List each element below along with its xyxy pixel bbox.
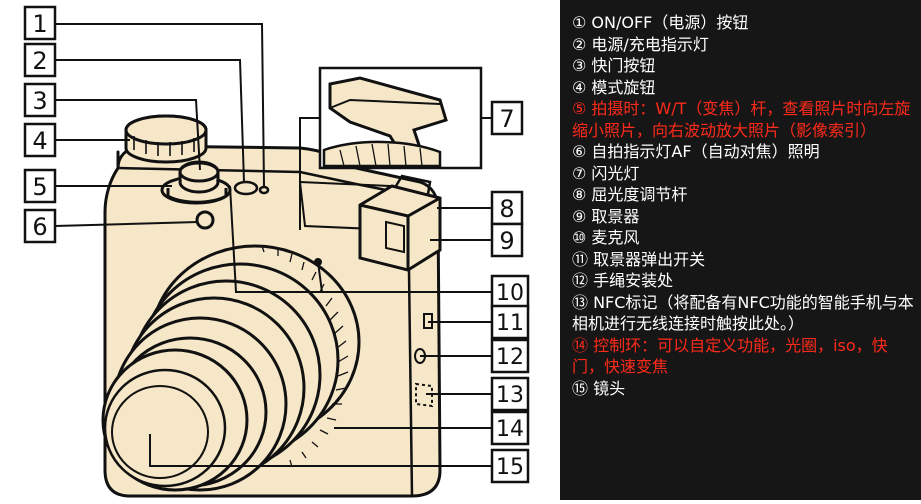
legend-panel <box>560 0 921 500</box>
camera-illustration: 1 2 3 4 5 6 7 <box>23 5 530 498</box>
legend-item-13: ⑬ NFC标记（将配备有NFC功能的智能手机与本相机进行无线连接时触按此处。） <box>572 292 914 334</box>
shutter-button <box>160 160 232 205</box>
legend-item-5: ⑤ 拍摄时：W/T（变焦）杆，查看照片时向左旋缩小照片，向右波动放大照片（影像索… <box>572 99 911 140</box>
legend-item-15: ⑮ 镜头 <box>572 378 626 398</box>
legend-item-9: ⑨ 取景器 <box>572 206 640 226</box>
legend-item-10: ⑩ 麦克风 <box>572 228 640 247</box>
side-markers <box>314 258 433 408</box>
callout-label: 13 <box>496 383 524 408</box>
callout-15: 15 <box>490 448 530 484</box>
callout-label: 11 <box>496 311 524 336</box>
camera-diagram: 1 2 3 4 5 6 7 <box>23 5 530 498</box>
legend-item-1: ① ON/OFF（电源）按钮 <box>572 13 749 32</box>
callout-label: 3 <box>32 87 47 115</box>
callout-3: 3 <box>23 82 57 118</box>
callout-5: 5 <box>23 168 57 204</box>
mode-dial <box>124 114 208 164</box>
callout-4: 4 <box>23 122 57 158</box>
callout-label: 10 <box>496 281 524 306</box>
callout-2: 2 <box>23 42 57 78</box>
legend-item-2: ② 电源/充电指示灯 <box>572 34 709 54</box>
callout-14: 14 <box>490 410 530 446</box>
callout-label: 9 <box>499 227 514 255</box>
callout-6: 6 <box>23 208 57 244</box>
legend-item-12: ⑫ 手绳安装处 <box>572 271 674 290</box>
viewfinder <box>358 174 442 272</box>
legend-item-7: ⑦ 闪光灯 <box>572 163 640 183</box>
callout-1: 1 <box>23 5 57 41</box>
callout-label: 15 <box>496 455 524 480</box>
control-ring-knurl <box>261 245 349 468</box>
callout-7: 7 <box>490 100 524 136</box>
callout-label: 2 <box>32 47 47 75</box>
callout-label: 4 <box>32 127 47 155</box>
power-button <box>233 180 270 196</box>
callout-13: 13 <box>490 376 530 412</box>
callout-11: 11 <box>490 304 530 340</box>
legend-item-11: ⑪ 取景器弹出开关 <box>572 249 706 269</box>
callout-label: 7 <box>499 105 514 133</box>
legend-item-3: ③ 快门按钮 <box>572 56 656 75</box>
af-illuminator <box>195 210 215 230</box>
callout-12: 12 <box>490 338 530 374</box>
legend-item-4: ④ 模式旋钮 <box>572 77 656 97</box>
leader-lines <box>54 23 492 467</box>
callout-10: 10 <box>490 274 530 310</box>
callout-label: 8 <box>499 195 514 223</box>
callout-label: 1 <box>32 10 47 38</box>
callout-label: 14 <box>496 417 524 442</box>
legend-item-8: ⑧ 屈光度调节杆 <box>572 185 688 204</box>
callout-9: 9 <box>490 222 524 258</box>
callout-label: 5 <box>32 173 47 201</box>
callout-label: 6 <box>32 213 47 241</box>
legend-item-14: ⑭ 控制环：可以自定义功能，光圈，iso，快门，快速变焦 <box>572 335 888 377</box>
callout-label: 12 <box>496 345 524 370</box>
callout-8: 8 <box>490 190 524 226</box>
lens <box>101 244 361 492</box>
legend-item-6: ⑥ 自拍指示灯AF（自动对焦）照明 <box>572 142 820 161</box>
flash-inset <box>299 66 483 172</box>
